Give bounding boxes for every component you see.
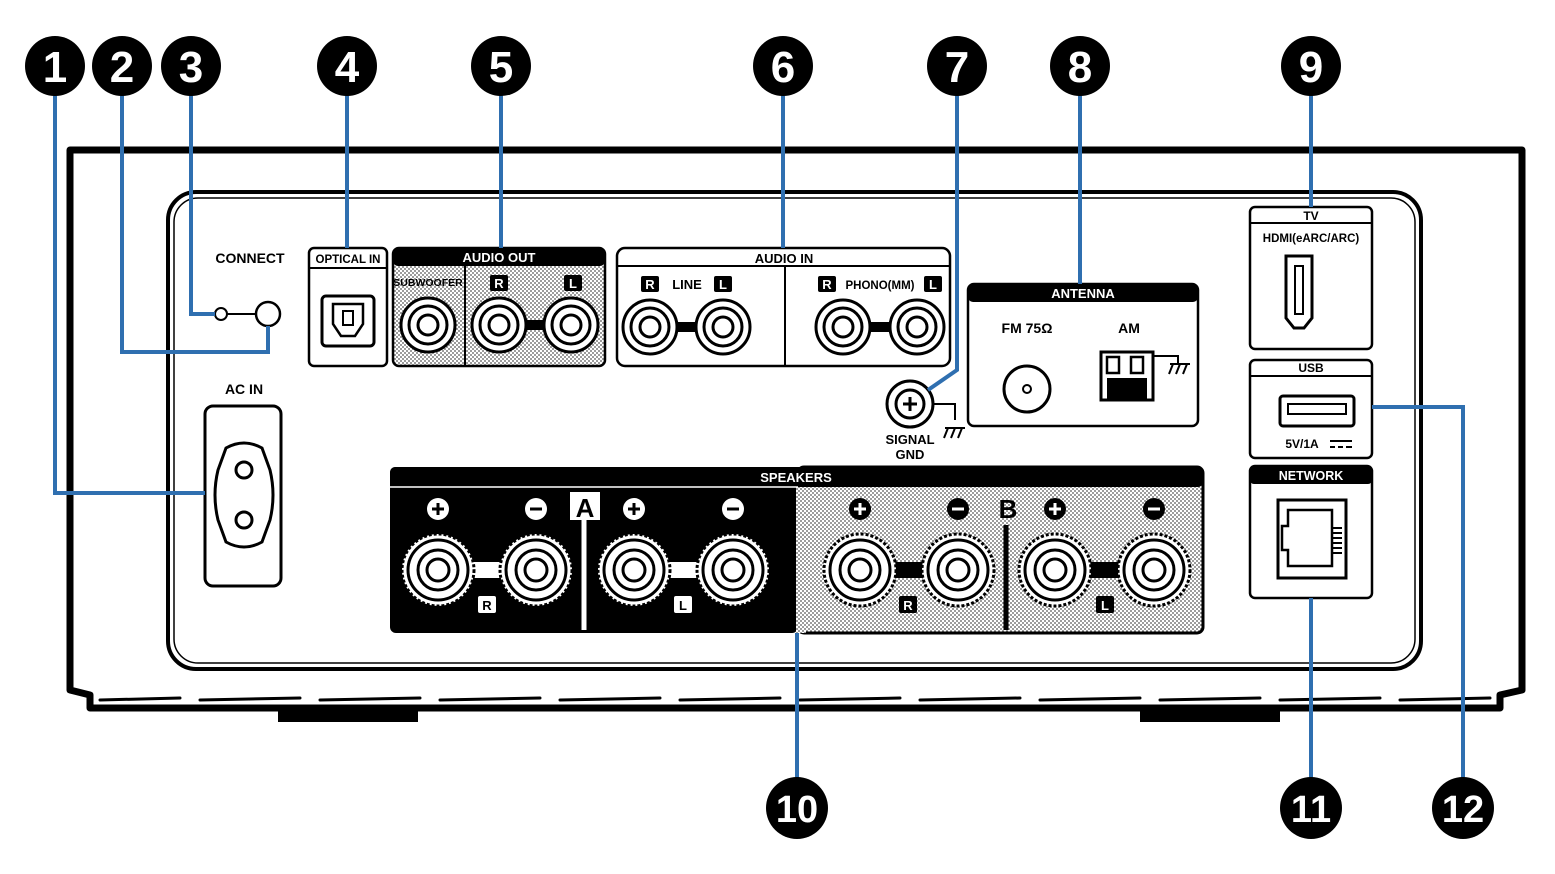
speakers-section: SPEAKERS A B [390,465,1205,635]
fm-antenna-jack[interactable] [1002,364,1052,414]
svg-text:8: 8 [1068,43,1092,92]
callout-4: 4 [317,36,377,96]
line-l-jack[interactable] [694,298,752,356]
svg-text:1: 1 [43,43,67,92]
connect-led [214,307,228,321]
ac-in-section: AC IN [203,381,283,588]
svg-text:2: 2 [110,43,134,92]
line-l-label: L [719,277,727,292]
audio-out-l-jack[interactable] [542,296,600,354]
speaker-a-r-tag: R [482,598,492,613]
svg-text:12: 12 [1442,789,1484,831]
phono-label: PHONO(MM) [846,280,915,292]
callout-9: 9 [1281,36,1341,96]
audio-out-label: AUDIO OUT [463,250,536,265]
hdmi-section: TV HDMI(eARC/ARC) [1248,205,1374,351]
audio-in-section: AUDIO IN R LINE L R PHONO(MM) L [615,246,952,368]
svg-text:10: 10 [776,789,818,831]
svg-text:3: 3 [179,43,203,92]
network-section: NETWORK [1248,464,1374,600]
subwoofer-jack[interactable] [399,296,457,354]
connect-button[interactable] [254,300,282,328]
dc-icon [1330,440,1352,448]
optical-in-label: OPTICAL IN [316,254,381,266]
usb-port[interactable] [1278,394,1356,428]
callout-2: 2 [92,36,152,96]
zone-a-label: A [576,493,595,523]
audio-out-l-label: L [569,276,577,291]
speaker-b-l-tag: L [1101,598,1109,613]
fm-label: FM 75Ω [1002,320,1053,336]
phono-r-label: R [822,277,832,292]
callout-7: 7 [927,36,987,96]
signal-gnd-section: SIGNAL GND [885,379,965,462]
ac-in-label: AC IN [225,381,263,397]
audio-out-section: AUDIO OUT SUBWOOFER R L [391,246,607,368]
audio-out-r-label: R [494,276,504,291]
usb-label: USB [1298,361,1324,375]
am-antenna-terminal[interactable] [1099,350,1155,402]
hdmi-label: HDMI(eARC/ARC) [1263,233,1360,245]
callout-10: 10 [766,777,828,839]
callout-8: 8 [1050,36,1110,96]
signal-gnd-terminal[interactable] [885,379,935,429]
vent-grille [98,696,1492,702]
speaker-b-l-minus-terminal[interactable] [1116,532,1192,608]
speaker-b-r-plus-terminal[interactable] [822,532,898,608]
phono-r-jack[interactable] [814,298,872,356]
svg-text:11: 11 [1291,789,1331,831]
audio-in-label: AUDIO IN [755,251,814,266]
speaker-a-l-plus-terminal[interactable] [596,532,672,608]
svg-text:6: 6 [771,43,795,92]
svg-text:7: 7 [945,43,969,92]
zone-b-label: B [999,494,1018,524]
ground-icon [943,427,965,439]
callout-5: 5 [471,36,531,96]
network-label: NETWORK [1279,469,1344,483]
usb-section: USB 5V/1A [1248,358,1374,460]
speaker-a-r-plus-terminal[interactable] [400,532,476,608]
svg-text:4: 4 [335,43,360,92]
callout-11: 11 [1280,777,1342,839]
phono-l-label: L [929,277,937,292]
usb-power-label: 5V/1A [1285,437,1319,451]
antenna-label: ANTENNA [1051,286,1115,301]
line-r-jack[interactable] [621,298,679,356]
callout-12: 12 [1432,777,1494,839]
signal-label: SIGNAL [885,432,934,447]
phono-l-jack[interactable] [888,298,946,356]
hdmi-port[interactable] [1284,254,1314,330]
speaker-a-r-minus-terminal[interactable] [498,532,574,608]
svg-text:9: 9 [1299,43,1323,92]
am-label: AM [1118,320,1140,336]
connect-label: CONNECT [215,250,285,266]
callout-1: 1 [25,36,85,96]
ethernet-port[interactable] [1276,498,1348,580]
line-r-label: R [645,277,655,292]
gnd-label: GND [896,447,925,462]
audio-out-r-jack[interactable] [470,296,528,354]
speaker-a-l-tag: L [679,598,687,613]
callout-badges: 1 2 3 4 5 6 7 8 9 10 11 12 [25,36,1494,839]
callout-3: 3 [161,36,221,96]
connect-section: CONNECT [214,250,285,328]
svg-text:5: 5 [489,43,513,92]
callout-6: 6 [753,36,813,96]
line-label: LINE [672,277,702,292]
polarity-icons-a [427,498,744,520]
am-ground-icon [1168,363,1190,375]
polarity-icons-b [849,498,1165,520]
speakers-label: SPEAKERS [760,470,832,485]
speaker-b-r-minus-terminal[interactable] [920,532,996,608]
optical-in-section: OPTICAL IN [307,246,389,368]
speaker-a-l-minus-terminal[interactable] [695,532,771,608]
speaker-b-l-plus-terminal[interactable] [1017,532,1093,608]
leader-lines [53,66,1465,810]
tv-label: TV [1303,209,1318,223]
speaker-b-r-tag: R [903,598,913,613]
antenna-section: ANTENNA FM 75Ω AM [966,282,1200,428]
subwoofer-label: SUBWOOFER [393,277,463,289]
